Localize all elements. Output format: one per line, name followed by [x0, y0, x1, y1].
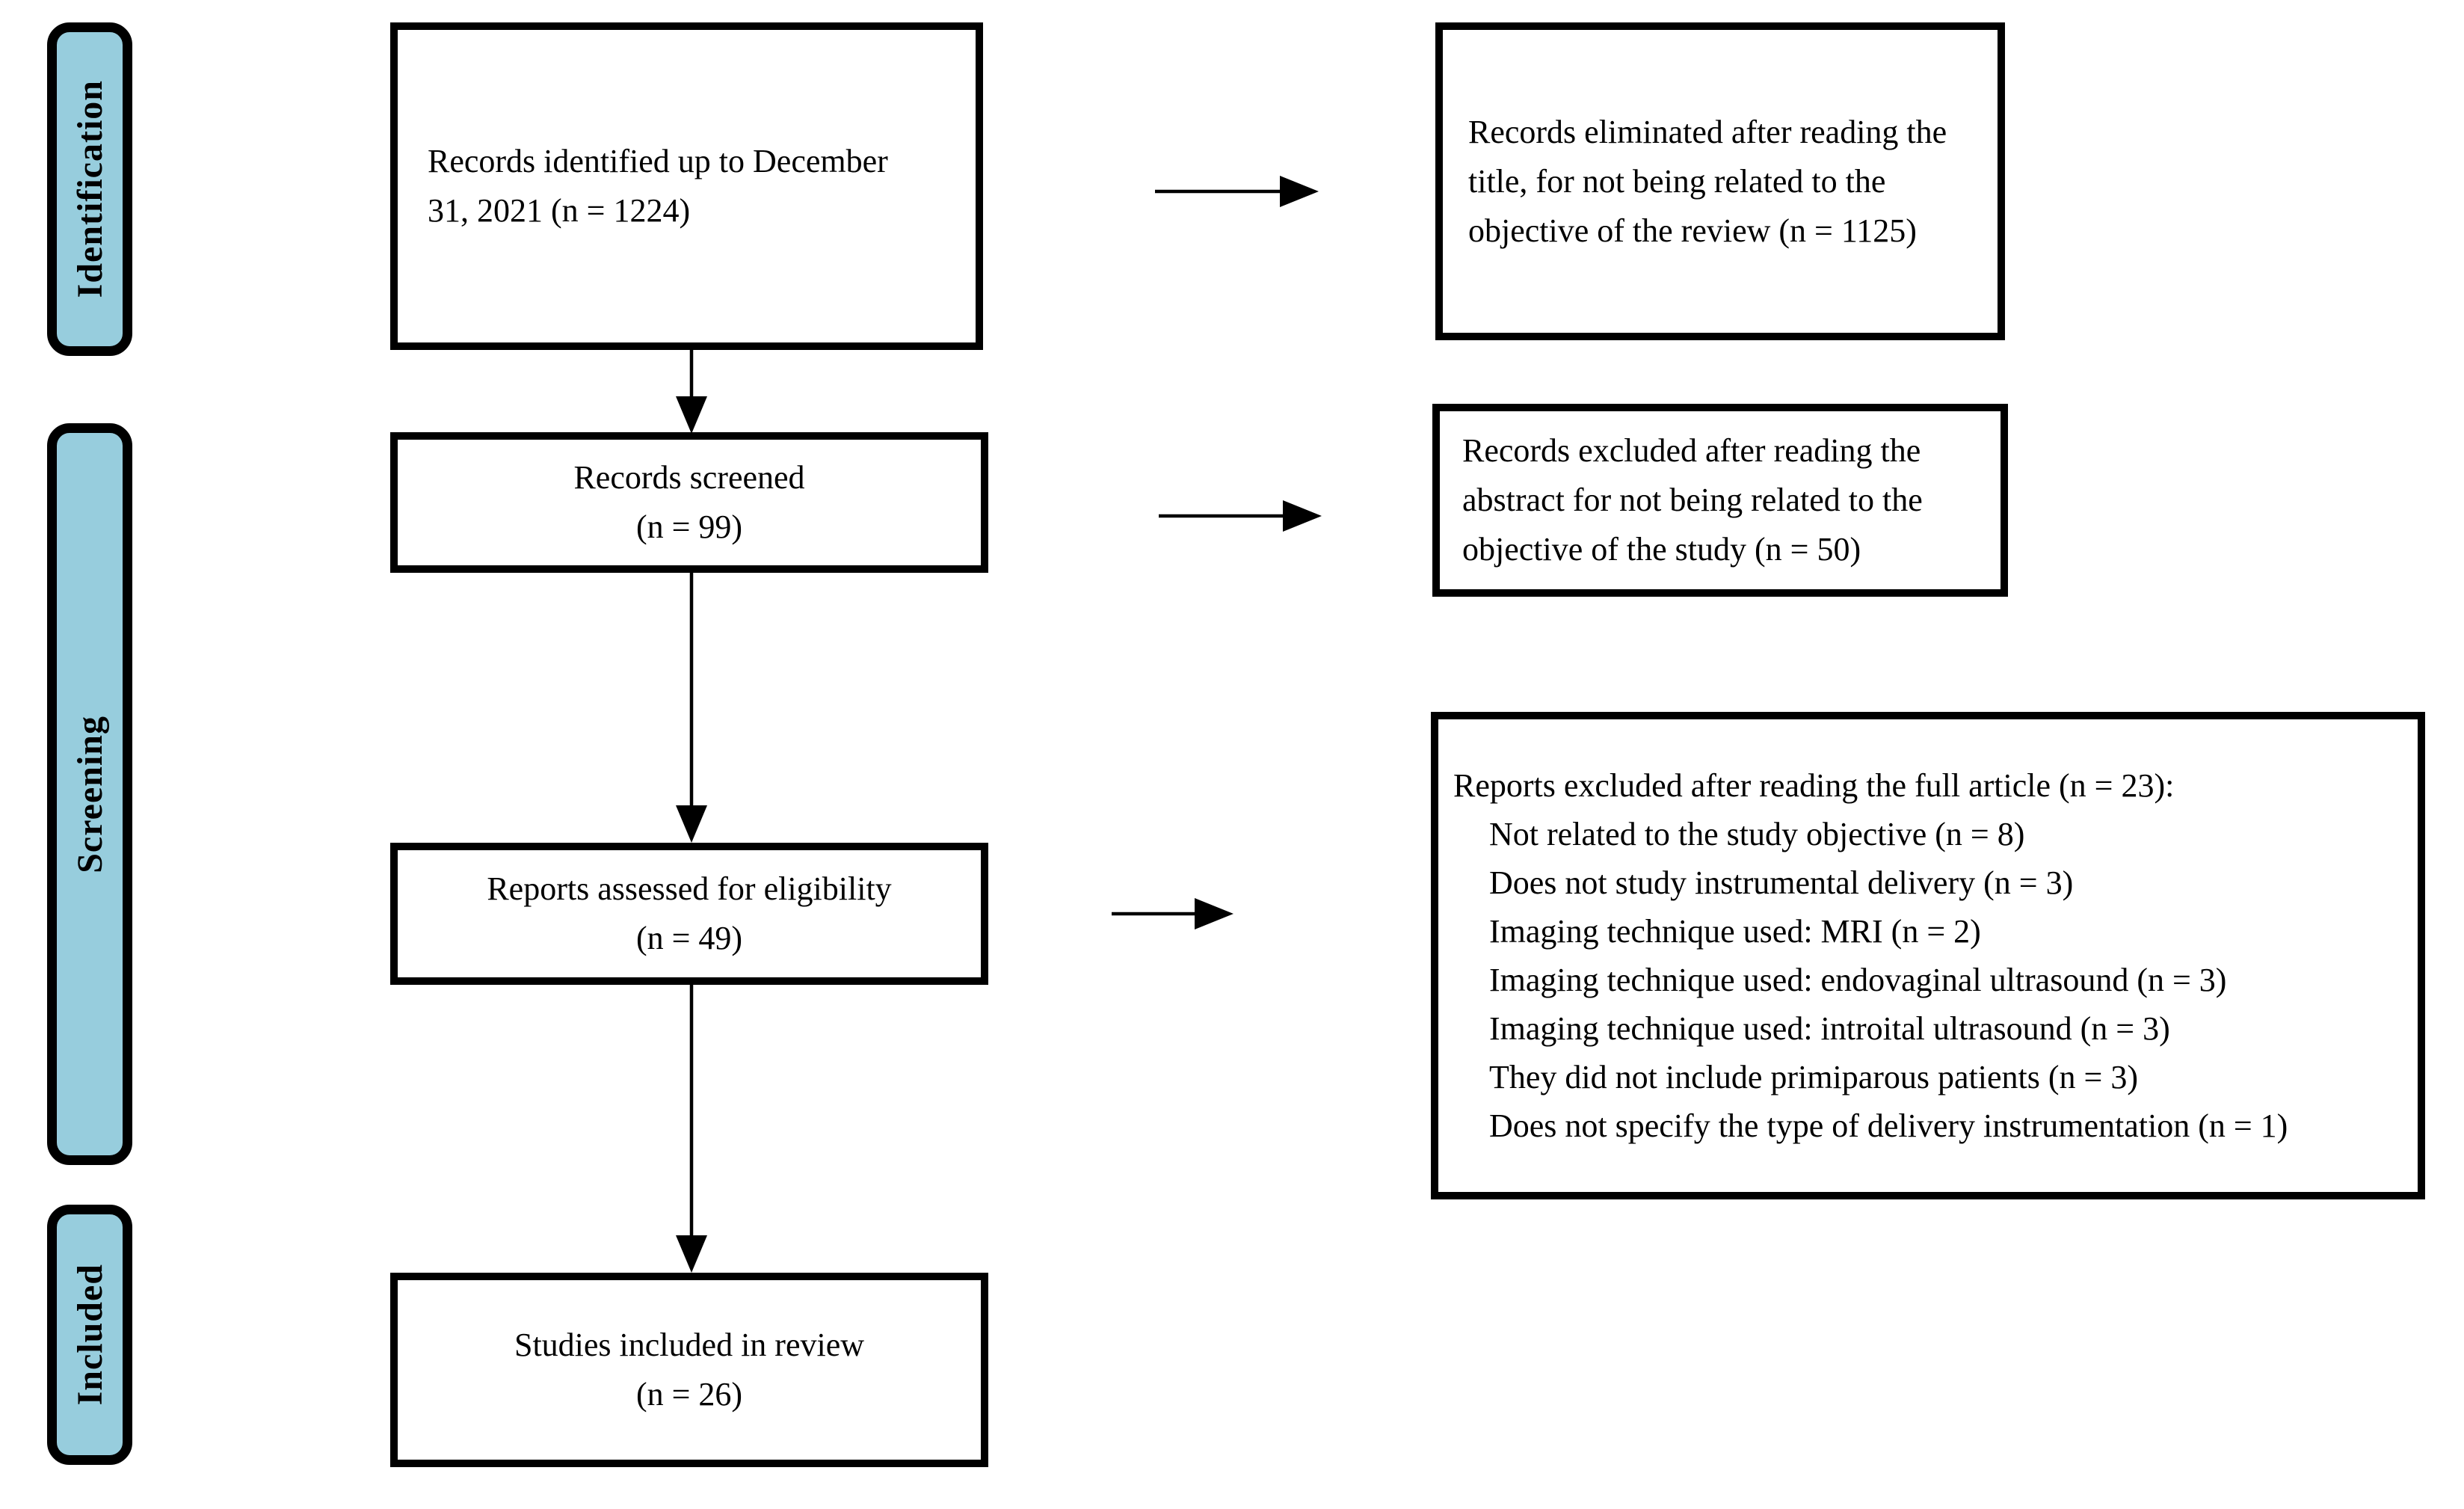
reports-assessed-line: Reports assessed for eligibility: [487, 870, 892, 907]
studies-included-line: (n = 26): [635, 1376, 743, 1413]
arrow-right-to-full-article-exclusion-icon: [1112, 898, 1233, 929]
stage-screening: Screening: [47, 423, 132, 1165]
reports-assessed-line: (n = 49): [635, 920, 743, 956]
excluded-by-title-line: title, for not being related to the: [1468, 162, 1886, 200]
records-identified-line: Records identified up to December: [428, 143, 888, 179]
arrow-down-assessed-to-included-icon: [676, 985, 707, 1273]
excluded-by-abstract-line: abstract for not being related to the: [1462, 482, 1923, 518]
arrow-down-screened-to-assessed-icon: [676, 573, 707, 843]
arrow-down-identified-to-screened-icon: [676, 350, 707, 434]
excluded-by-title-line: Records eliminated after reading the: [1468, 113, 1947, 150]
stage-identification: Identification: [47, 22, 132, 356]
records-identified-box: Records identified up to December 31, 20…: [390, 22, 983, 350]
arrow-right-to-abstract-exclusion-icon: [1159, 500, 1322, 532]
excluded-full-article-item: Imaging technique used: MRI (n = 2): [1489, 912, 1981, 950]
excluded-by-title-box: Records eliminated after reading the tit…: [1435, 22, 2005, 340]
reports-assessed-box: Reports assessed for eligibility (n = 49…: [390, 843, 988, 985]
excluded-full-article-item: Does not specify the type of delivery in…: [1489, 1107, 2288, 1145]
excluded-by-abstract-line: objective of the study (n = 50): [1462, 531, 1861, 568]
stage-identification-label: Identification: [70, 80, 110, 298]
records-screened-box: Records screened (n = 99): [390, 432, 988, 573]
arrow-right-to-title-exclusion-icon: [1155, 176, 1319, 207]
studies-included-box: Studies included in review (n = 26): [390, 1273, 988, 1467]
records-screened-line: (n = 99): [635, 508, 743, 545]
excluded-full-article-item: They did not include primiparous patient…: [1489, 1059, 2138, 1096]
stage-included: Included: [47, 1205, 132, 1465]
excluded-full-article-item: Not related to the study objective (n = …: [1489, 815, 2025, 852]
stage-screening-label: Screening: [70, 715, 110, 873]
excluded-full-article-box: Reports excluded after reading the full …: [1431, 712, 2425, 1199]
records-identified-line: 31, 2021 (n = 1224): [428, 192, 691, 229]
stage-included-label: Included: [70, 1264, 110, 1406]
records-screened-line: Records screened: [573, 459, 805, 496]
excluded-by-abstract-box: Records excluded after reading the abstr…: [1432, 404, 2008, 597]
excluded-full-article-item: Imaging technique used: endovaginal ultr…: [1489, 962, 2227, 998]
excluded-full-article-header: Reports excluded after reading the full …: [1453, 766, 2175, 804]
excluded-by-abstract-line: Records excluded after reading the: [1462, 432, 1921, 469]
studies-included-line: Studies included in review: [514, 1327, 864, 1363]
excluded-full-article-item: Imaging technique used: introital ultras…: [1489, 1010, 2170, 1048]
excluded-full-article-item: Does not study instrumental delivery (n …: [1489, 864, 2074, 901]
excluded-by-title-line: objective of the review (n = 1125): [1468, 212, 1917, 249]
